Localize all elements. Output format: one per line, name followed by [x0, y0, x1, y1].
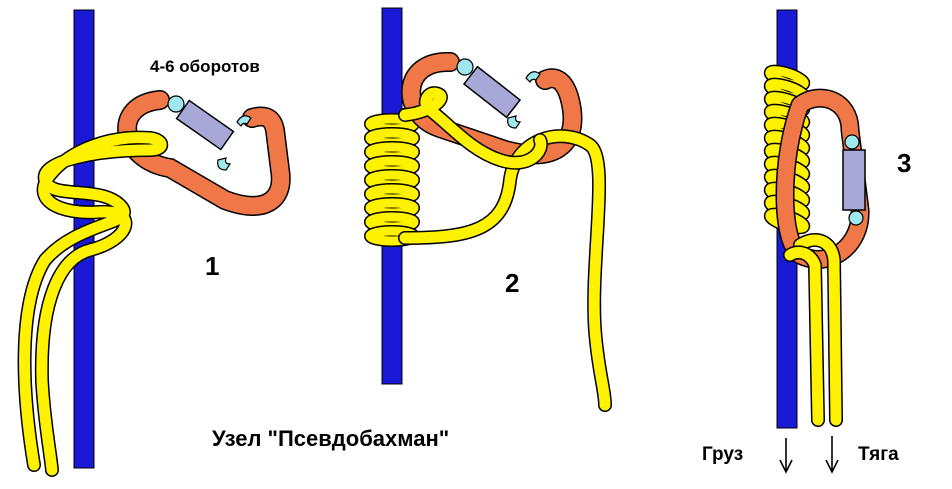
- gate-hinge: [844, 134, 860, 150]
- nose-hook: [217, 157, 232, 171]
- gate-hinge: [167, 95, 185, 113]
- panel-2: 2: [364, 7, 612, 412]
- cord: [783, 233, 843, 427]
- carabiner-gate: [175, 99, 235, 151]
- gate-hinge: [848, 210, 864, 226]
- step-2-label: 2: [505, 268, 519, 298]
- load-arrow: [779, 438, 793, 474]
- step-3-label: 3: [897, 148, 911, 178]
- diagram-title: Узел "Псевдобахман": [212, 426, 449, 451]
- load-label: Груз: [702, 444, 743, 465]
- step-1-label: 1: [205, 251, 219, 281]
- gate-hook: [525, 71, 541, 84]
- cord-wraps: [364, 113, 420, 247]
- carabiner: [117, 90, 291, 216]
- cord: [398, 86, 612, 412]
- cord: [17, 130, 169, 477]
- pull-arrow: [825, 436, 839, 474]
- turns-note: 4-6 оборотов: [150, 57, 260, 76]
- gate-hinge: [456, 58, 474, 76]
- panel-3: 3 Груз Тяга: [702, 9, 911, 474]
- carabiner-gate: [842, 149, 866, 211]
- nose-hook: [507, 115, 522, 129]
- pull-label: Тяга: [858, 444, 899, 465]
- gate-hook: [236, 115, 252, 128]
- carabiner-gate: [462, 65, 522, 119]
- panel-1: 4-6 оборотов 1: [17, 9, 291, 477]
